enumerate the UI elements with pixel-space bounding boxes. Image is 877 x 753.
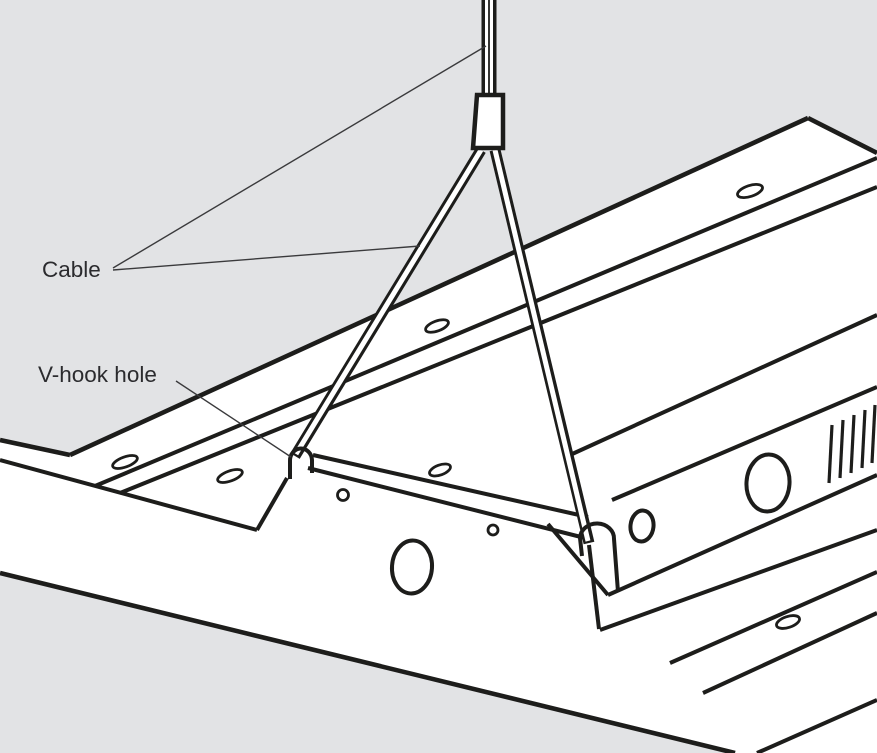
screw-hole [336, 488, 350, 502]
channel-bevel-top [312, 453, 589, 519]
fixture-edges [0, 115, 877, 753]
flange-line-2 [119, 185, 877, 495]
end-flange-bottom-edge [0, 458, 258, 532]
tray-line-5 [756, 698, 877, 753]
back-top-edge [69, 115, 809, 458]
left-wedge-edge [255, 477, 289, 531]
tray-line-3 [669, 570, 877, 665]
cable-leader-leg [112, 245, 421, 271]
tray-line-2 [599, 528, 877, 632]
screw-hole [486, 523, 500, 537]
knockout-hole [389, 538, 435, 596]
cable-leader-top [112, 45, 487, 269]
end-flange-top-edge [0, 437, 71, 458]
vent-slots [827, 404, 877, 484]
fixture-holes [111, 183, 801, 630]
tray-line-1 [607, 473, 877, 597]
cable-ferrule [470, 92, 506, 151]
flange-hole [216, 468, 244, 484]
leader-lines [112, 45, 487, 458]
left-v-cable-leg [290, 147, 486, 459]
v-hook-hole-label: V-hook hole [38, 362, 157, 387]
right-end-top-edge [806, 115, 877, 156]
tray-line-4 [702, 611, 877, 695]
flange-hole [736, 183, 764, 199]
flange-hole [111, 454, 139, 470]
channel-side-line-2 [611, 385, 877, 502]
front-bottom-edge [0, 570, 736, 753]
left-v-hook-hole [287, 446, 314, 479]
v-hook-leader [175, 380, 292, 458]
end-wall-right-edge [587, 544, 601, 630]
flange-hole [424, 318, 450, 334]
end-wall-left-edge [546, 522, 610, 597]
flange-line-1 [94, 156, 877, 488]
flange-hole [428, 462, 452, 478]
v-hook-cable-assembly [290, 0, 595, 545]
wiring-hole [628, 508, 656, 544]
cable-label: Cable [42, 257, 101, 282]
tray-hole [775, 614, 801, 630]
v-hook-holes [287, 446, 620, 593]
right-v-hook-hole [577, 521, 620, 593]
channel-bevel-bottom [307, 466, 586, 540]
channel-side-line-1 [569, 313, 877, 457]
right-v-cable-leg [489, 148, 595, 545]
knockout-hole [744, 452, 792, 514]
